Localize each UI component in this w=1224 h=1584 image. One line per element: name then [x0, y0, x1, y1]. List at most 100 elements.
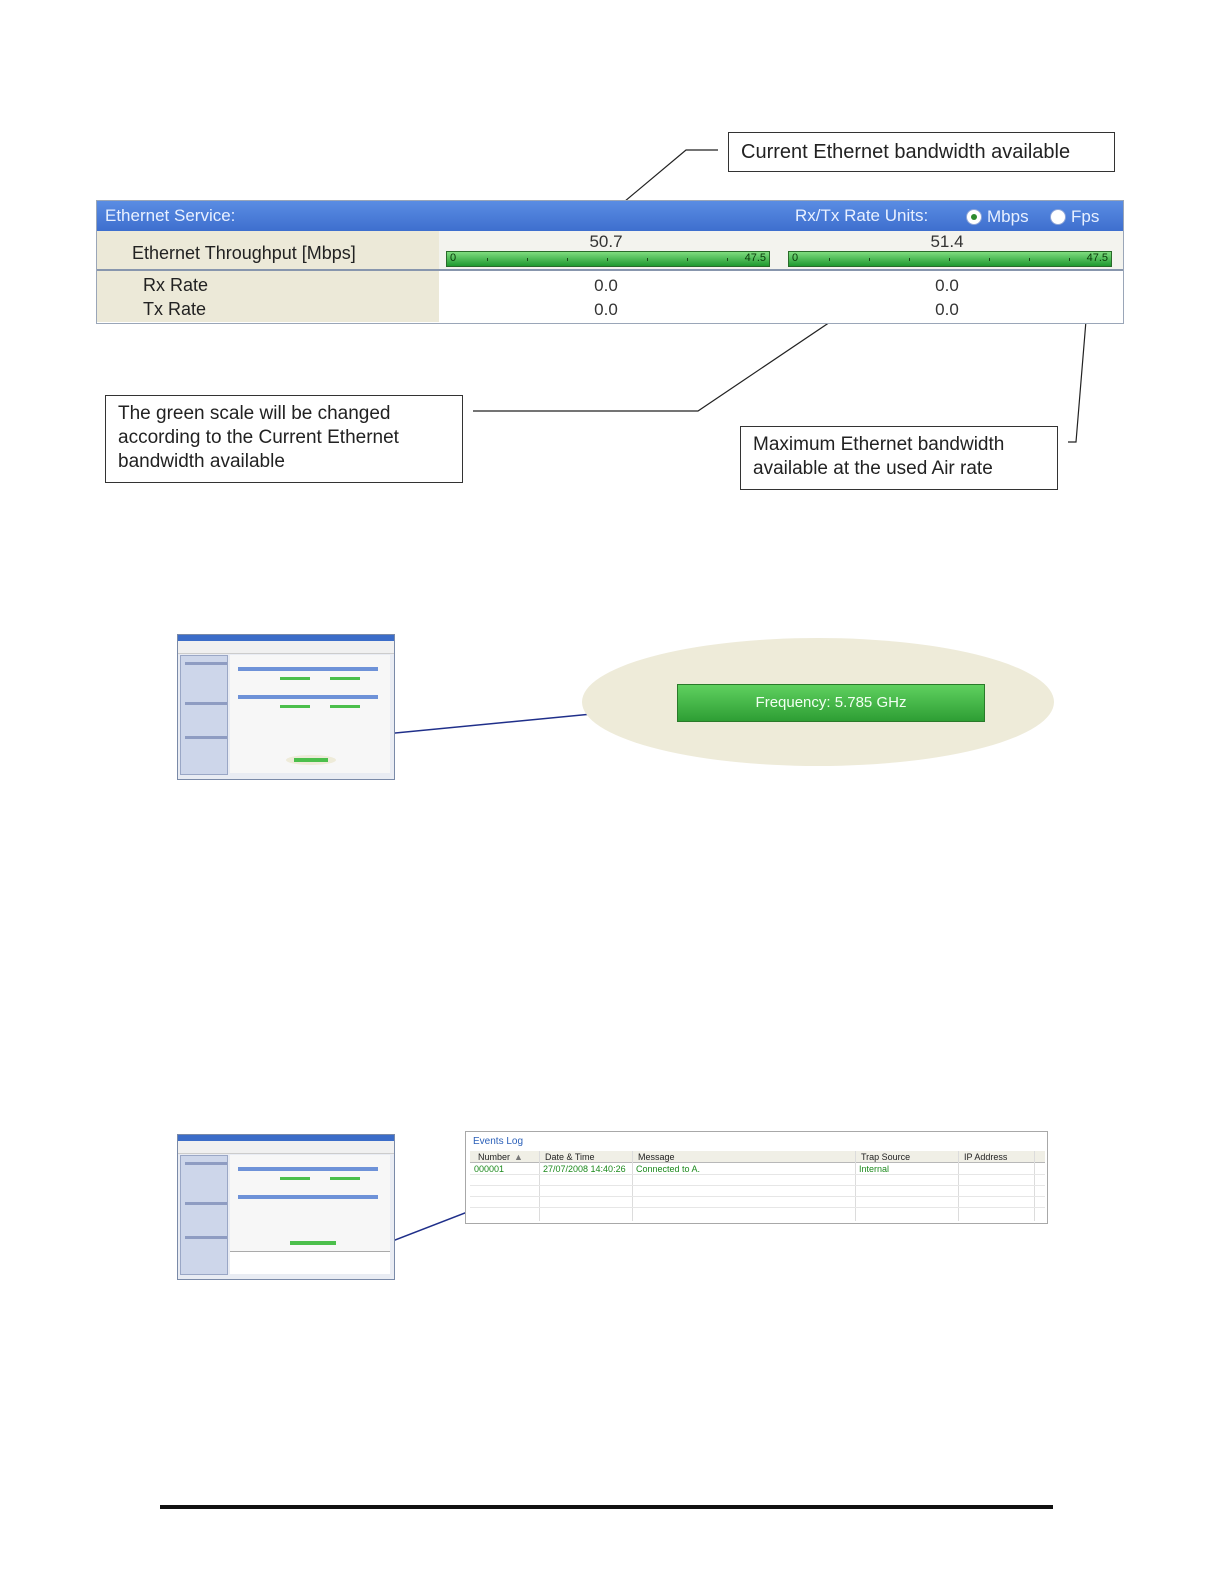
bar-b-max: 47.5	[1086, 252, 1108, 264]
fps-radio-label[interactable]: Fps	[1071, 207, 1100, 226]
thumb-menubar	[178, 1141, 394, 1154]
throughput-value-site-a: 50.7	[589, 232, 623, 251]
sort-ascending-icon: ▲	[514, 1152, 523, 1162]
throughput-value-site-b: 51.4	[930, 232, 964, 251]
event-number: 000001	[474, 1164, 505, 1174]
thumb-header-strip	[238, 695, 378, 699]
thumb-side-block	[185, 1162, 227, 1165]
thumb-frequency-button	[294, 758, 328, 762]
callout-max-bandwidth: Maximum Ethernet bandwidth available at …	[740, 426, 1058, 490]
leader-max-bandwidth	[1068, 271, 1091, 443]
tick	[829, 258, 830, 261]
col-trap-source[interactable]: Trap Source	[861, 1152, 911, 1162]
thumb-header-strip	[238, 667, 378, 671]
mbps-radio[interactable]	[966, 209, 982, 225]
thumb-header-strip	[238, 1167, 378, 1171]
callout-green-scale-text: The green scale will be changed accordin…	[118, 403, 399, 472]
col-divider	[958, 1151, 959, 1221]
col-date-time[interactable]: Date & Time	[545, 1152, 595, 1162]
row-divider	[470, 1185, 1045, 1186]
events-log-title: Events Log	[473, 1136, 524, 1147]
row-divider	[470, 1174, 1045, 1175]
tick	[527, 258, 528, 261]
rx-rate-label: Rx Rate	[143, 275, 209, 295]
thumb-side-block	[185, 1202, 227, 1205]
rate-units-label: Rx/Tx Rate Units:	[795, 206, 929, 225]
callout-current-bandwidth-text: Current Ethernet bandwidth available	[741, 141, 1071, 163]
ethernet-service-panel: Ethernet Service: Rx/Tx Rate Units: Mbps…	[96, 200, 1124, 324]
thumb-titlebar	[178, 635, 394, 641]
rate-label-cells	[97, 271, 439, 322]
thumb-side-block	[185, 1236, 227, 1239]
tick	[567, 258, 568, 261]
tick	[1029, 258, 1030, 261]
col-number[interactable]: Number	[478, 1152, 511, 1162]
tx-rate-site-b: 0.0	[935, 300, 959, 319]
throughput-bar-site-a: 0 47.5	[446, 251, 770, 267]
tick	[869, 258, 870, 261]
col-divider	[632, 1151, 633, 1221]
event-message: Connected to A.	[636, 1164, 701, 1174]
events-log-panel: Events Log Number ▲ Date & Time Message …	[465, 1131, 1048, 1224]
rx-rate-site-a: 0.0	[594, 276, 618, 295]
thumb-titlebar	[178, 1135, 394, 1141]
row-divider	[470, 1196, 1045, 1197]
footer-rule	[160, 1505, 1053, 1509]
events-log-header: Number ▲ Date & Time Message Trap Source…	[470, 1151, 1045, 1163]
ethernet-service-header: Ethernet Service: Rx/Tx Rate Units: Mbps…	[97, 201, 1123, 231]
thumb-menubar	[178, 641, 394, 654]
tick	[1069, 258, 1070, 261]
tick	[727, 258, 728, 261]
tick	[607, 258, 608, 261]
col-message[interactable]: Message	[638, 1152, 675, 1162]
throughput-label: Ethernet Throughput [Mbps]	[132, 243, 356, 263]
ethernet-service-title: Ethernet Service:	[105, 206, 236, 225]
thumb-main	[230, 1155, 390, 1274]
throughput-row: Ethernet Throughput [Mbps] 50.7 51.4 0 4…	[97, 231, 1123, 271]
leader-current-bandwidth	[611, 149, 718, 213]
event-trap-source: Internal	[859, 1164, 890, 1174]
frequency-button[interactable]: Frequency: 5.785 GHz	[677, 684, 985, 722]
frequency-label: Frequency: 5.785 GHz	[755, 694, 907, 711]
callout-green-scale: The green scale will be changed accordin…	[105, 395, 463, 483]
mbps-radio-label[interactable]: Mbps	[987, 207, 1029, 226]
app-thumbnail-frequency	[177, 634, 395, 780]
throughput-bar-site-b: 0 47.5	[788, 251, 1112, 267]
tick	[989, 258, 990, 261]
rx-rate-site-b: 0.0	[935, 276, 959, 295]
thumb-frequency-button	[290, 1241, 336, 1245]
col-divider	[855, 1151, 856, 1221]
thumb-sidebar	[180, 655, 228, 775]
col-divider	[539, 1151, 540, 1221]
event-date-time: 27/07/2008 14:40:26	[543, 1164, 626, 1174]
fps-radio[interactable]	[1050, 209, 1066, 225]
thumb-main	[230, 655, 390, 773]
thumb-green-bar	[280, 1177, 310, 1180]
throughput-label-cell	[97, 231, 439, 269]
app-thumbnail-events	[177, 1134, 395, 1280]
thumb-side-block	[185, 662, 227, 665]
thumb-side-block	[185, 702, 227, 705]
thumb-green-bar	[330, 1177, 360, 1180]
thumb-green-bar	[330, 705, 360, 708]
thumb-green-bar	[330, 677, 360, 680]
thumb-green-bar	[280, 705, 310, 708]
thumb-events-log	[230, 1251, 390, 1274]
bar-b-min: 0	[792, 252, 799, 264]
tx-rate-label: Tx Rate	[143, 299, 207, 319]
thumb-sidebar	[180, 1155, 228, 1275]
callout-current-bandwidth: Current Ethernet bandwidth available	[728, 132, 1115, 172]
tick	[949, 258, 950, 261]
tick	[687, 258, 688, 261]
callout-max-bandwidth-text: Maximum Ethernet bandwidth available at …	[753, 434, 1005, 479]
thumb-green-bar	[280, 677, 310, 680]
row-divider	[470, 1207, 1045, 1208]
tick	[647, 258, 648, 261]
tx-rate-site-a: 0.0	[594, 300, 618, 319]
col-ip-address[interactable]: IP Address	[964, 1152, 1008, 1162]
col-divider	[1034, 1151, 1035, 1221]
tick	[909, 258, 910, 261]
tick	[487, 258, 488, 261]
bar-a-max: 47.5	[744, 252, 766, 264]
thumb-side-block	[185, 736, 227, 739]
